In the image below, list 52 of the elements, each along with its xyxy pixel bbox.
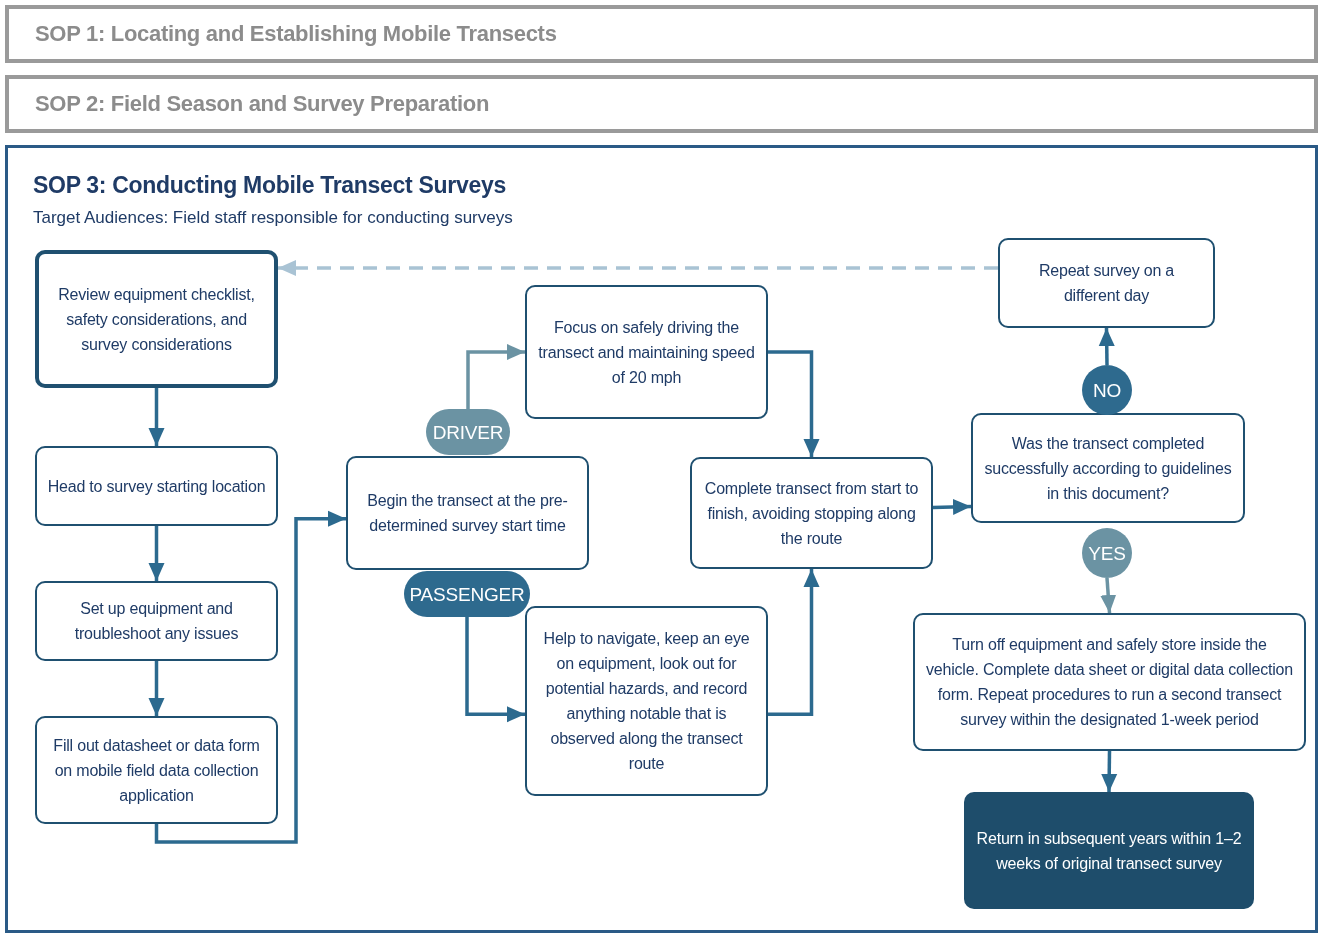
- process-box: [346, 456, 589, 570]
- process-box: [525, 285, 768, 419]
- process-box: [35, 716, 278, 824]
- role-pill: [404, 571, 530, 617]
- role-pill: [426, 409, 510, 455]
- box-text: NO: [1092, 378, 1122, 403]
- box-text: Help to navigate, keep an eye on equipment, look out for potential hazards, and record anything notable that is observed along the transect route: [542, 629, 751, 774]
- box-text: Complete transect from start to finish, avoiding stopping along the route: [703, 478, 920, 549]
- box-text: YES: [1088, 541, 1126, 566]
- process-box: [998, 238, 1215, 328]
- box-text: Repeat survey on a different day: [1037, 261, 1176, 306]
- section-heading: SOP 3: Conducting Mobile Transect Surveys: [33, 172, 506, 199]
- box-text: PASSENGER: [409, 582, 525, 607]
- section-heading: SOP 2: Field Season and Survey Preparation: [35, 91, 490, 117]
- box-text: Focus on safely driving the transect and maintaining speed of 20 mph: [537, 317, 756, 388]
- arrow: [148, 661, 165, 716]
- arrow: [148, 526, 165, 581]
- arrow: [1101, 750, 1118, 793]
- process-box: [525, 606, 768, 796]
- box-text: Return in subsequent years within 1–2 weeks of original transect survey: [975, 828, 1243, 874]
- box-text: Review equipment checklist, safety considerations, and survey considerations: [57, 284, 256, 355]
- arrow: [1098, 327, 1115, 366]
- dashed-arrow: [278, 259, 998, 276]
- process-box: [35, 446, 278, 526]
- arrow: [768, 350, 820, 457]
- box-text: Set up equipment and troubleshoot any issues: [73, 599, 240, 644]
- audience-text: Target Audiences: Field staff responsible for conducting surveys: [33, 208, 513, 228]
- section-heading: SOP 1: Locating and Establishing Mobile Transects: [35, 21, 557, 47]
- arrow: [1100, 577, 1117, 614]
- arrow: [154, 510, 346, 844]
- decision-circle: [1082, 365, 1132, 415]
- arrow: [465, 617, 525, 723]
- decision-circle: [1082, 528, 1132, 578]
- arrow: [148, 388, 165, 446]
- box-text: DRIVER: [432, 420, 504, 445]
- box-text: Was the transect completed successfully according to guidelines in this document?: [983, 433, 1233, 504]
- box-text: Head to survey starting location: [47, 476, 266, 497]
- arrow: [466, 344, 525, 409]
- box-text: Turn off equipment and safely store inside the vehicle. Complete data sheet or digital data collection form. Repeat procedures to run a second transect survey within the designated 1-week period: [925, 635, 1294, 730]
- arrow: [768, 569, 820, 717]
- box-text: Begin the transect at the pre-determined survey start time: [366, 491, 569, 536]
- process-box: [913, 613, 1306, 751]
- section-band: [5, 75, 1318, 133]
- process-box: [971, 413, 1245, 523]
- section-band: [5, 5, 1318, 63]
- process-box: [35, 250, 278, 388]
- end-box: [964, 792, 1254, 909]
- process-box: [690, 457, 933, 569]
- arrow: [932, 498, 972, 515]
- process-box: [35, 581, 278, 661]
- section-panel: [5, 145, 1318, 933]
- box-text: Fill out datasheet or data form on mobile field data collection application: [52, 735, 261, 806]
